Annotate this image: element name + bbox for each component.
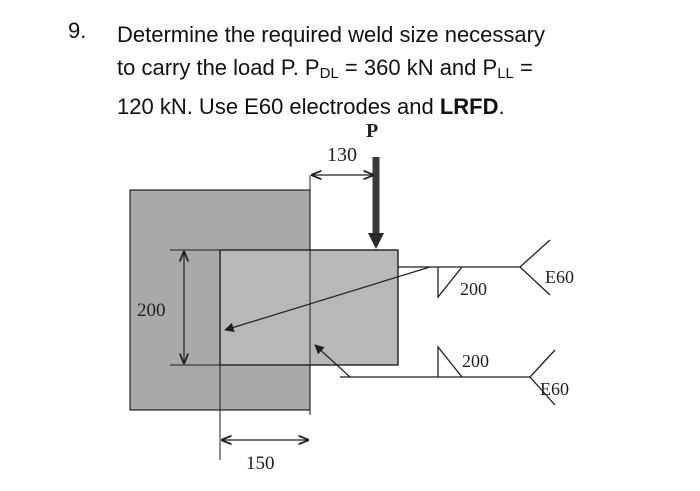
problem-number: 9. [68,18,87,43]
top-weld-leader-diagonal [224,266,431,333]
dim-height-label-bg [134,296,176,320]
load-arrow-head [368,233,384,249]
weld-figure: P 130 200 150 200 E60 200 E60 [100,115,620,485]
bracket-plate [219,249,399,366]
bottom-weld-length: 200 [462,351,489,371]
dim-height-label: 200 [137,300,166,321]
subscript-ll: LL [497,65,514,82]
lrfd-bold: LRFD [439,94,499,119]
bottom-fillet-weld-symbol [437,345,463,378]
subscript-dl: DL [319,65,339,82]
dim-eccentricity-label: 130 [327,144,357,166]
top-weld-length: 200 [460,279,487,299]
top-weld-tail [519,239,551,296]
problem-line-3: 120 kN. Use E60 electrodes and LRFD. [117,94,505,119]
problem-text: Determine the required weld size necessa… [117,18,637,123]
problem-line-2: to carry the load P. PDL = 360 kN and PL… [117,55,533,82]
dim-width-label: 150 [246,453,275,474]
bottom-weld-electrode: E60 [540,379,569,399]
problem-statement: 9. Determine the required weld size nece… [0,0,700,120]
top-weld-electrode: E60 [545,267,574,287]
bottom-weld-leader-arrow [314,344,351,378]
top-fillet-weld-symbol [437,266,463,299]
problem-line-1: Determine the required weld size necessa… [117,22,545,47]
bottom-weld-tail [529,349,556,406]
load-label: P [366,120,378,142]
weld-diagram: P 130 200 150 200 E60 200 E60 [129,120,574,474]
